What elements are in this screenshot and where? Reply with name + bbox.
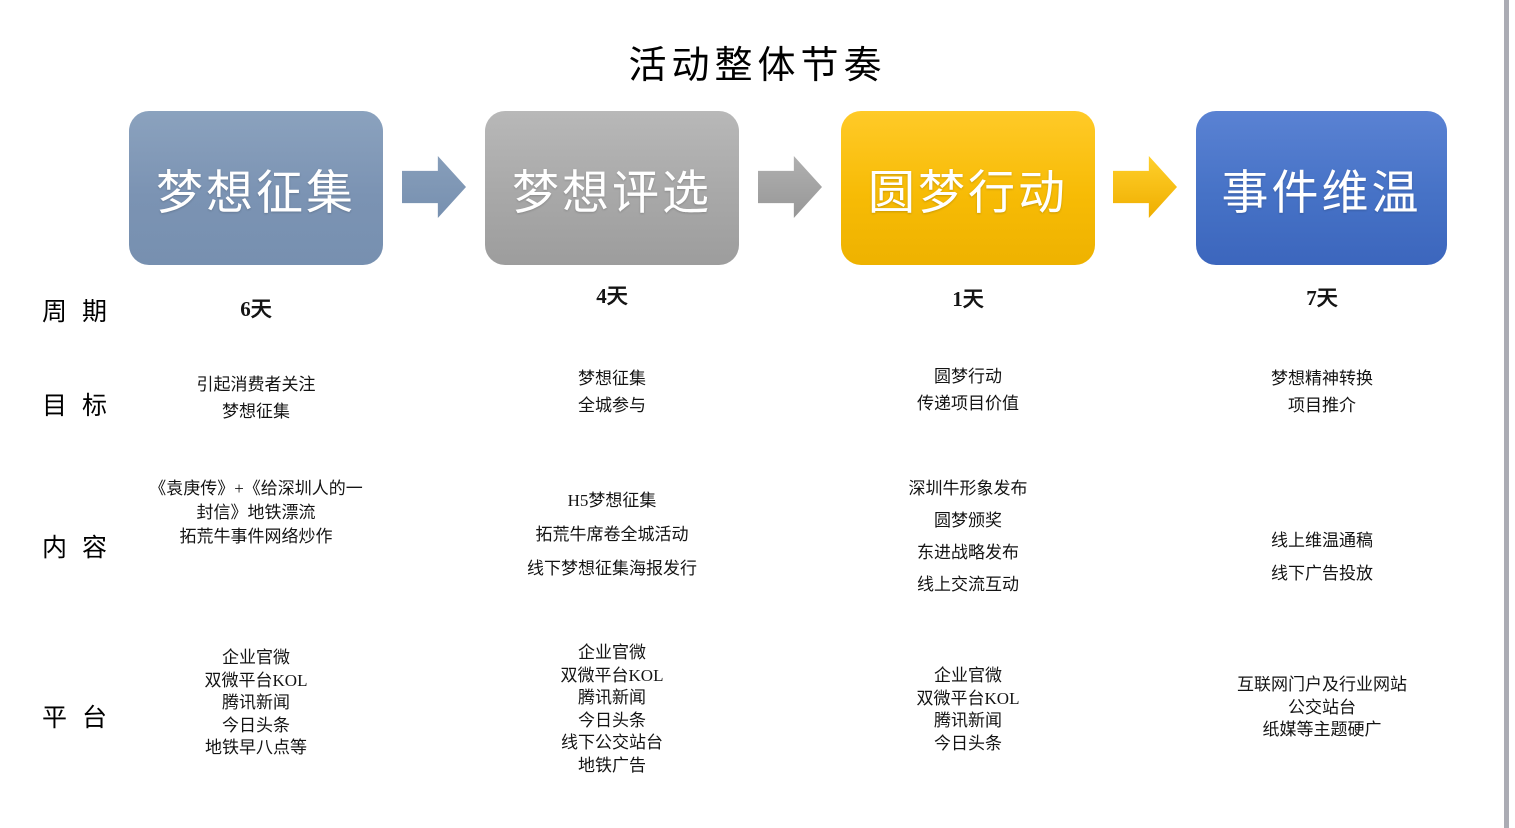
period-cell-stage2: 4天 bbox=[442, 284, 782, 308]
stage-label: 梦想评选 bbox=[512, 167, 712, 220]
goal-cell-stage2: 梦想征集全城参与 bbox=[442, 365, 782, 419]
text-line: 梦想征集 bbox=[578, 369, 646, 388]
content-cell-stage1: 《袁庚传》+《给深圳人的一封信》地铁漂流拓荒牛事件网络炒作 bbox=[86, 477, 426, 549]
page-edge-line bbox=[1504, 0, 1509, 828]
text-line: 梦想精神转换 bbox=[1271, 369, 1373, 388]
goal-cell-stage3: 圆梦行动传递项目价值 bbox=[798, 363, 1138, 417]
text-line: 线上交流互动 bbox=[917, 575, 1019, 594]
row-label-period: 周期 bbox=[42, 299, 123, 326]
period-cell-stage1: 6天 bbox=[86, 297, 426, 321]
text-line: 企业官微 bbox=[578, 643, 646, 662]
text-line: H5梦想征集 bbox=[567, 491, 657, 510]
text-line: 圆梦颁奖 bbox=[934, 511, 1002, 530]
text-line: 深圳牛形象发布 bbox=[908, 479, 1028, 498]
text-line: 东进战略发布 bbox=[917, 543, 1019, 562]
text-line: 纸媒等主题硬广 bbox=[1262, 720, 1382, 739]
right-arrow-icon bbox=[402, 156, 466, 218]
goal-cell-stage4: 梦想精神转换项目推介 bbox=[1152, 365, 1492, 419]
content-cell-stage2: H5梦想征集拓荒牛席卷全城活动线下梦想征集海报发行 bbox=[442, 484, 782, 586]
right-arrow-icon bbox=[1113, 156, 1177, 218]
text-line: 双微平台KOL bbox=[560, 665, 664, 685]
text-line: 圆梦行动 bbox=[934, 367, 1002, 386]
text-line: 封信》地铁漂流 bbox=[196, 503, 316, 522]
text-line: 企业官微 bbox=[934, 666, 1002, 685]
stage-label: 事件维温 bbox=[1221, 167, 1422, 220]
platform-cell-stage2: 企业官微双微平台KOL 腾讯新闻今日头条线下公交站台地铁广告 bbox=[442, 642, 782, 777]
text-line: 线下广告投放 bbox=[1271, 564, 1373, 583]
text-line: 今日头条 bbox=[578, 710, 646, 730]
text-line: 6天 bbox=[240, 297, 272, 321]
goal-cell-stage1: 引起消费者关注梦想征集 bbox=[86, 371, 426, 425]
platform-cell-stage4: 互联网门户及行业网站公交站台纸媒等主题硬广 bbox=[1152, 674, 1492, 742]
stage-box-dream-collection: 梦想征集 bbox=[129, 111, 383, 265]
stage-label: 梦想征集 bbox=[156, 167, 356, 220]
row-label-goal: 目标 bbox=[42, 393, 123, 420]
text-line: 腾讯新闻 bbox=[934, 711, 1002, 730]
platform-cell-stage3: 企业官微双微平台KOL 腾讯新闻今日头条 bbox=[798, 665, 1138, 755]
text-line: 互联网门户及行业网站 bbox=[1237, 675, 1407, 694]
content-cell-stage3: 深圳牛形象发布圆梦颁奖东进战略发布线上交流互动 bbox=[798, 473, 1138, 601]
stage-label: 圆梦行动 bbox=[868, 167, 1068, 220]
period-cell-stage3: 1天 bbox=[798, 287, 1138, 311]
text-line: 线下梦想征集海报发行 bbox=[527, 559, 697, 578]
text-line: 1天 bbox=[952, 287, 984, 311]
content-cell-stage4: 线上维温通稿线下广告投放 bbox=[1152, 524, 1492, 590]
text-line: 今日头条 bbox=[222, 715, 290, 735]
stage-box-dream-selection: 梦想评选 bbox=[485, 111, 739, 265]
text-line: 全城参与 bbox=[578, 396, 646, 415]
text-line: 拓荒牛席卷全城活动 bbox=[535, 525, 689, 544]
text-line: 4天 bbox=[596, 284, 628, 308]
period-cell-stage4: 7天 bbox=[1152, 286, 1492, 310]
text-line: 引起消费者关注 bbox=[196, 375, 316, 394]
stage-box-dream-action: 圆梦行动 bbox=[841, 111, 1095, 265]
text-line: 企业官微 bbox=[222, 648, 290, 667]
text-line: 传递项目价值 bbox=[917, 394, 1019, 413]
row-label-content: 内容 bbox=[42, 535, 123, 562]
text-line: 腾讯新闻 bbox=[578, 688, 646, 707]
text-line: 线下公交站台 bbox=[561, 733, 663, 752]
text-line: 双微平台KOL bbox=[204, 670, 308, 690]
text-line: 双微平台KOL bbox=[916, 688, 1020, 708]
text-line: 地铁广告 bbox=[578, 755, 646, 775]
platform-cell-stage1: 企业官微双微平台KOL 腾讯新闻今日头条地铁早八点等 bbox=[86, 647, 426, 760]
text-line: 项目推介 bbox=[1288, 396, 1356, 415]
text-line: 公交站台 bbox=[1288, 697, 1356, 717]
text-line: 梦想征集 bbox=[222, 402, 290, 421]
text-line: 地铁早八点等 bbox=[205, 738, 307, 757]
right-arrow-icon bbox=[758, 156, 822, 218]
row-label-platform: 平台 bbox=[42, 705, 123, 732]
text-line: 7天 bbox=[1306, 286, 1338, 310]
stage-box-event-warming: 事件维温 bbox=[1196, 111, 1447, 265]
text-line: 拓荒牛事件网络炒作 bbox=[179, 527, 333, 546]
text-line: 今日头条 bbox=[934, 733, 1002, 753]
text-line: 线上维温通稿 bbox=[1271, 531, 1373, 550]
page-title: 活动整体节奏 bbox=[628, 45, 887, 87]
text-line: 《袁庚传》+《给深圳人的一 bbox=[149, 479, 363, 498]
text-line: 腾讯新闻 bbox=[222, 693, 290, 712]
